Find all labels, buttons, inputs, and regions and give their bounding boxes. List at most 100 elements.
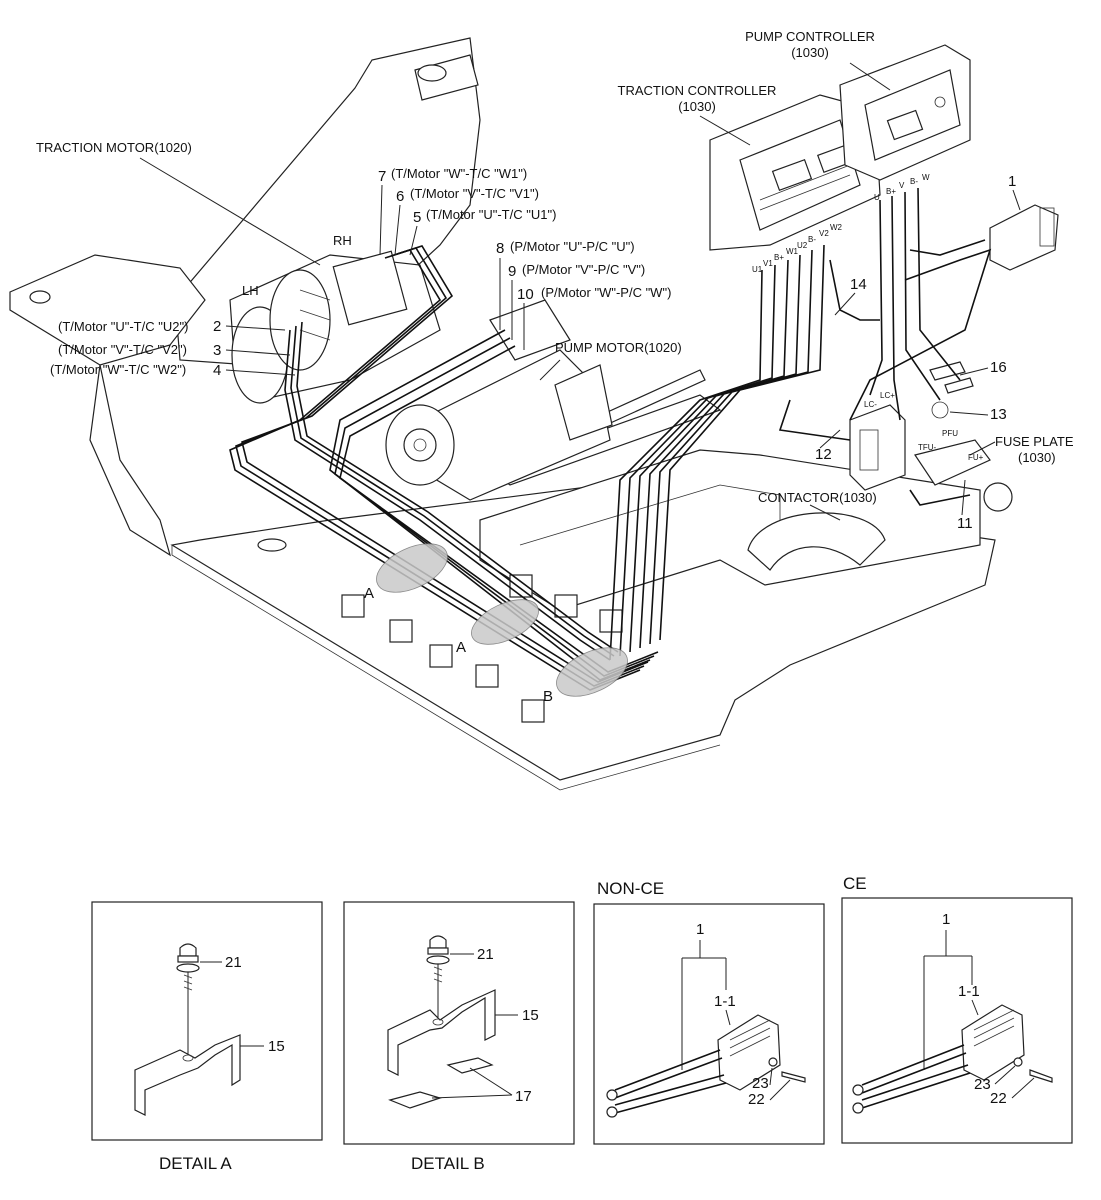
part-16-num: 16 bbox=[990, 359, 1007, 376]
ce-title: CE bbox=[843, 874, 867, 893]
callout-7-text: (T/Motor "W"-T/C "W1") bbox=[391, 166, 527, 181]
chassis-frame bbox=[9, 37, 1013, 791]
pump-terminal-v: V bbox=[899, 181, 905, 190]
battery-connector bbox=[989, 204, 1059, 271]
rh-label: RH bbox=[333, 233, 352, 248]
non-ce-p1: 1 bbox=[696, 921, 704, 938]
ce-p1: 1 bbox=[942, 911, 950, 928]
detail-b-p17: 17 bbox=[515, 1088, 532, 1105]
marker-a-2: A bbox=[456, 639, 466, 656]
terminal-w2: W2 bbox=[830, 223, 843, 232]
detail-a-p15: 15 bbox=[268, 1038, 285, 1055]
contactor-label: CONTACTOR(1030) bbox=[758, 490, 877, 505]
callout-6-num: 6 bbox=[396, 188, 404, 205]
label-tfu: TFU- bbox=[918, 443, 937, 452]
callout-3-num: 3 bbox=[213, 342, 221, 359]
detail-a: 21 15 DETAIL A bbox=[91, 901, 323, 1173]
label-fu: FU+ bbox=[968, 453, 984, 462]
detail-markers: A A B bbox=[364, 585, 553, 705]
traction-controller-label: TRACTION CONTROLLER bbox=[618, 83, 777, 98]
part-12-num: 12 bbox=[815, 446, 832, 463]
detail-areas bbox=[376, 543, 628, 697]
marker-a-1: A bbox=[364, 585, 374, 602]
connector-plug bbox=[961, 1004, 1025, 1081]
callout-2-text: (T/Motor "U"-T/C "U2") bbox=[58, 319, 188, 334]
terminal-u1: U1 bbox=[752, 265, 763, 274]
pump-terminal-bminus: B- bbox=[910, 177, 918, 186]
terminal-u2: U2 bbox=[797, 241, 808, 250]
traction-motor bbox=[229, 250, 441, 404]
detail-b: 21 15 17 DETAIL B bbox=[343, 901, 575, 1173]
pad-17 bbox=[388, 1057, 494, 1109]
pump-terminal-w: W bbox=[922, 173, 930, 182]
non-ce-p11: 1-1 bbox=[714, 993, 736, 1010]
marker-b: B bbox=[543, 688, 553, 705]
callout-3-text: (T/Motor "V"-T/C "V2") bbox=[58, 342, 187, 357]
detail-a-p21: 21 bbox=[225, 954, 242, 971]
floor-blocks bbox=[341, 574, 623, 723]
callout-4-num: 4 bbox=[213, 362, 221, 379]
connector-plug bbox=[717, 1014, 781, 1091]
clamp-bracket-15 bbox=[387, 989, 496, 1076]
terminal-bminus: B- bbox=[808, 235, 816, 244]
fuse-plate-label: FUSE PLATE bbox=[995, 434, 1074, 449]
controller-terminals: U1 V1 B+ W1 U2 B- V2 W2 U B+ V B- W bbox=[752, 173, 930, 274]
traction-controller-ref: (1030) bbox=[678, 99, 716, 114]
part-1-num: 1 bbox=[1008, 173, 1016, 190]
pump-terminal-bplus: B+ bbox=[886, 187, 896, 196]
non-ce-title: NON-CE bbox=[597, 879, 664, 898]
traction-motor-label: TRACTION MOTOR(1020) bbox=[36, 140, 192, 155]
terminal-w1: W1 bbox=[786, 247, 799, 256]
pump-controller-ref: (1030) bbox=[791, 45, 829, 60]
pump-terminal-u: U bbox=[874, 193, 880, 202]
part-14-num: 14 bbox=[850, 276, 867, 293]
pump-motor bbox=[385, 299, 613, 501]
bolt-icon bbox=[426, 935, 450, 985]
fuse-terminal-labels: LC- LC+ TFU- FU+ PFU bbox=[864, 391, 984, 462]
non-ce-p23: 23 bbox=[752, 1075, 769, 1092]
detail-b-p21: 21 bbox=[477, 946, 494, 963]
part-13-num: 13 bbox=[990, 406, 1007, 423]
callout-5-text: (T/Motor "U"-T/C "U1") bbox=[426, 207, 556, 222]
callout-5-num: 5 bbox=[413, 209, 421, 226]
terminal-v1: V1 bbox=[763, 259, 773, 268]
callout-2-num: 2 bbox=[213, 318, 221, 335]
callout-8-text: (P/Motor "U"-P/C "U") bbox=[510, 239, 635, 254]
callout-10-text: (P/Motor "W"-P/C "W") bbox=[541, 285, 671, 300]
non-ce-p22: 22 bbox=[748, 1091, 765, 1108]
terminal-v2: V2 bbox=[819, 229, 829, 238]
callout-4-text: (T/Motor "W"-T/C "W2") bbox=[50, 362, 186, 377]
callout-10-num: 10 bbox=[517, 286, 534, 303]
contactor bbox=[849, 404, 906, 491]
pump-controller bbox=[839, 44, 971, 181]
bolt-icon bbox=[176, 943, 200, 995]
cable-callouts: 7 (T/Motor "W"-T/C "W1") 6 (T/Motor "V"-… bbox=[50, 166, 671, 379]
main-labels: PUMP CONTROLLER (1030) TRACTION CONTROLL… bbox=[36, 29, 1074, 521]
label-pfu: PFU bbox=[942, 429, 958, 438]
part-11-num: 11 bbox=[957, 515, 973, 532]
label-lc-plus: LC+ bbox=[880, 391, 895, 400]
fuse-plate bbox=[914, 361, 991, 486]
lh-label: LH bbox=[242, 283, 259, 298]
callout-8-num: 8 bbox=[496, 240, 504, 257]
detail-b-p15: 15 bbox=[522, 1007, 539, 1024]
callout-6-text: (T/Motor "V"-T/C "V1") bbox=[410, 186, 539, 201]
detail-a-caption: DETAIL A bbox=[159, 1154, 232, 1173]
callout-9-text: (P/Motor "V"-P/C "V") bbox=[522, 262, 645, 277]
fuse-plate-ref: (1030) bbox=[1018, 450, 1056, 465]
ce-detail: CE 1 1-1 23 22 bbox=[841, 874, 1073, 1144]
callout-7-num: 7 bbox=[378, 168, 386, 185]
terminal-bplus: B+ bbox=[774, 253, 784, 262]
label-lc-minus: LC- bbox=[864, 400, 877, 409]
part-numbers: 1 14 16 13 12 11 bbox=[815, 173, 1021, 532]
pump-controller-label: PUMP CONTROLLER bbox=[745, 29, 875, 44]
pump-motor-label: PUMP MOTOR(1020) bbox=[555, 340, 682, 355]
non-ce-detail: NON-CE 1 1-1 23 22 bbox=[593, 879, 825, 1145]
callout-9-num: 9 bbox=[508, 263, 516, 280]
ce-p23: 23 bbox=[974, 1076, 991, 1093]
traction-controller bbox=[709, 94, 881, 251]
ce-p22: 22 bbox=[990, 1090, 1007, 1107]
ce-p11: 1-1 bbox=[958, 983, 980, 1000]
detail-b-caption: DETAIL B bbox=[411, 1154, 485, 1173]
